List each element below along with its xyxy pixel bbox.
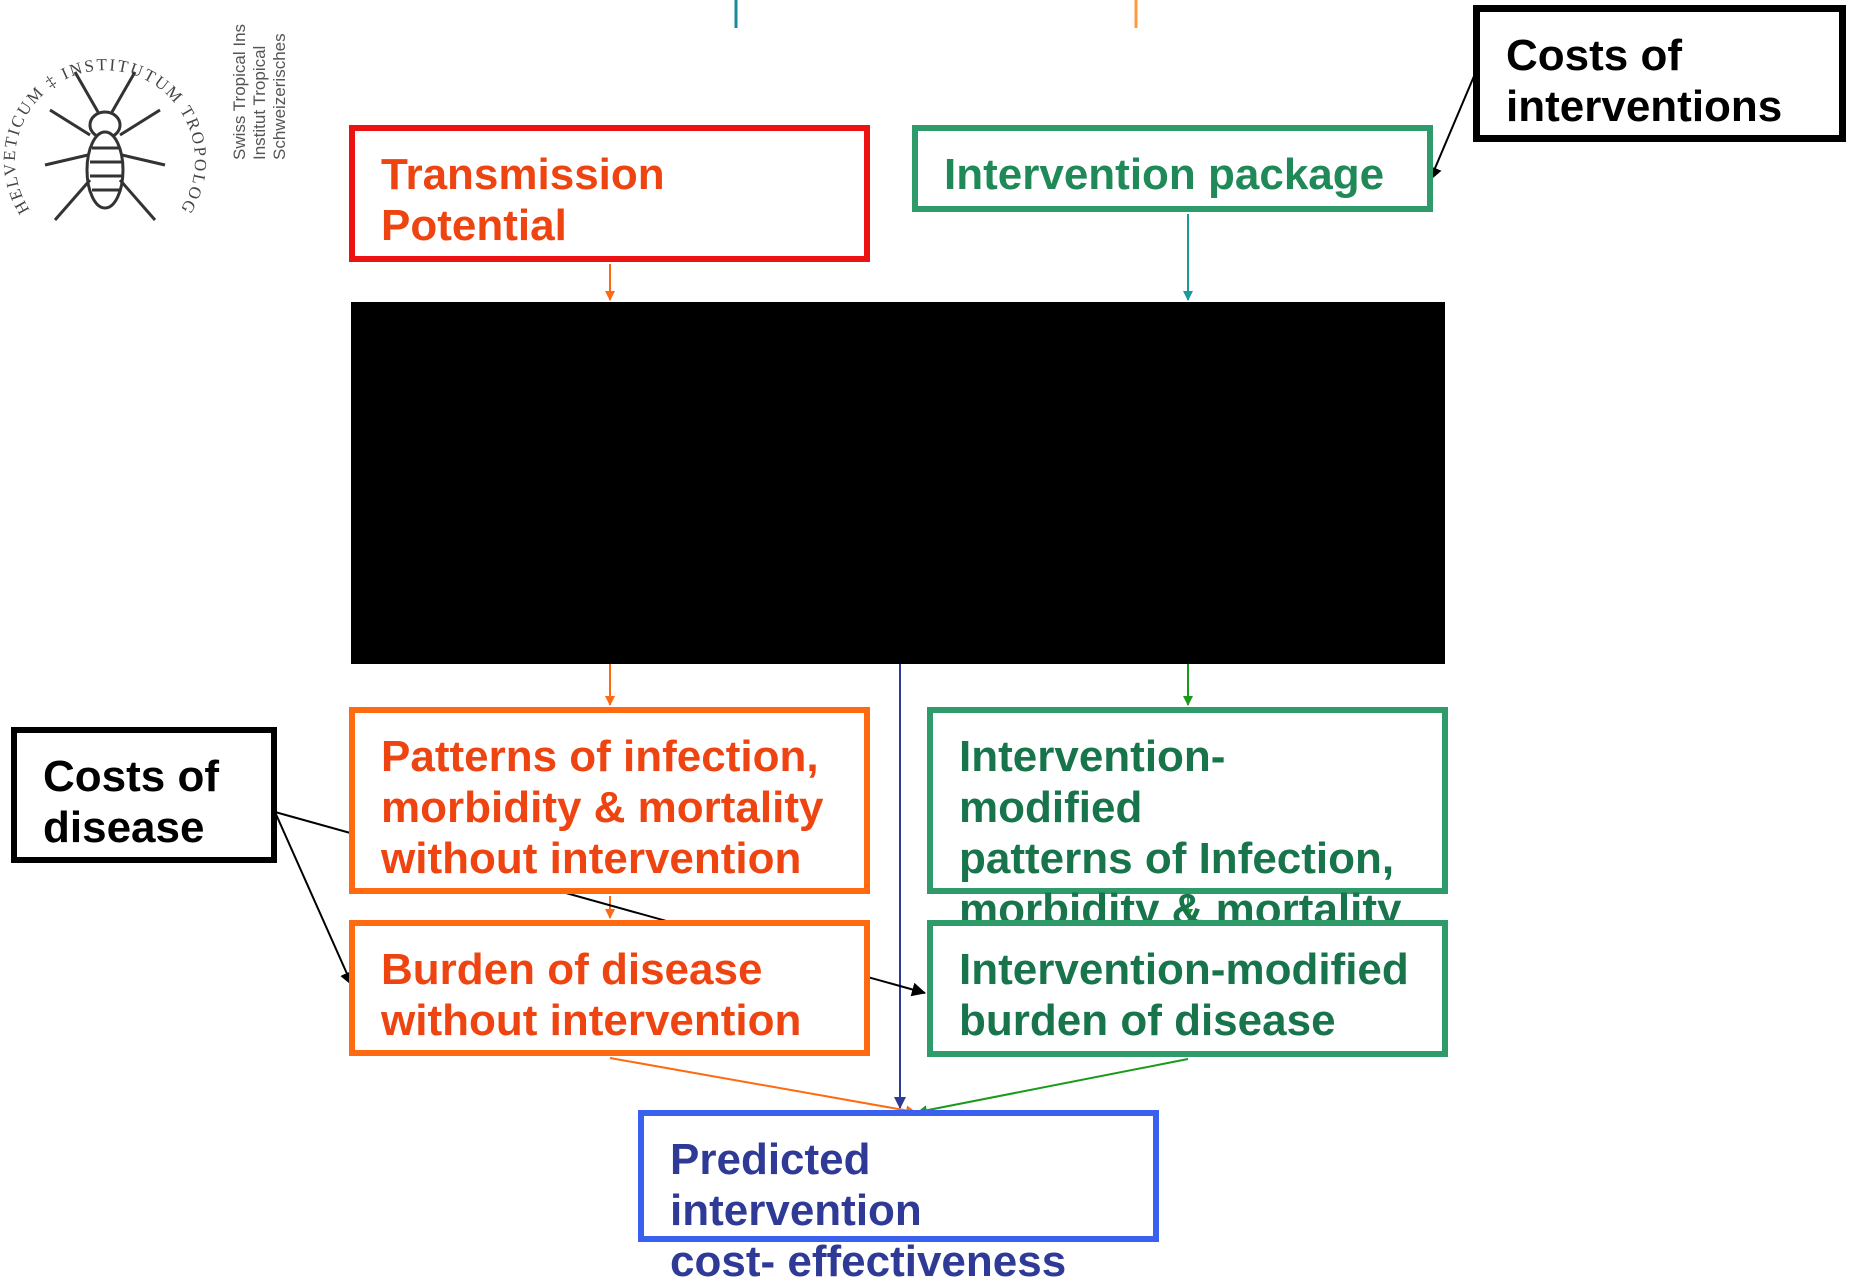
institute-name-vertical: Swiss Tropical Ins Institut Tropical Sch…: [230, 24, 289, 160]
arrow-modified-burden-to-predicted: [917, 1058, 1189, 1116]
patterns-without-intervention-box: Patterns of infection, morbidity & morta…: [349, 707, 870, 894]
institute-name-line-2: Institut Tropical: [250, 46, 269, 160]
costs-of-disease-box: Costs of disease: [11, 727, 277, 863]
mosquito-icon: [44, 71, 166, 221]
arrow-burden-to-predicted: [609, 1057, 916, 1116]
predicted-cost-effectiveness-box: Predicted intervention cost- effectivene…: [638, 1110, 1159, 1286]
intervention-modified-patterns-box: Intervention- modified patterns of Infec…: [927, 707, 1448, 934]
institute-logo: HELVETICUM ‡ INSTITUTUM TROPOLOGICUM: [0, 40, 208, 248]
burden-without-intervention-box: Burden of disease without intervention: [349, 920, 870, 1056]
intervention-package-box: Intervention package: [912, 125, 1433, 212]
arrow-costs-interventions-to-package: [1428, 61, 1481, 181]
model-block: [351, 302, 1445, 664]
institute-name-line-3: Schweizerisches: [270, 33, 289, 160]
intervention-modified-burden-box: Intervention-modified burden of disease: [927, 920, 1448, 1057]
costs-of-interventions-box: Costs of interventions: [1473, 5, 1846, 142]
institute-name-line-1: Swiss Tropical Ins: [230, 24, 249, 160]
arrow-costs-disease-to-burden: [274, 811, 354, 986]
transmission-potential-box: Transmission Potential: [349, 125, 870, 262]
